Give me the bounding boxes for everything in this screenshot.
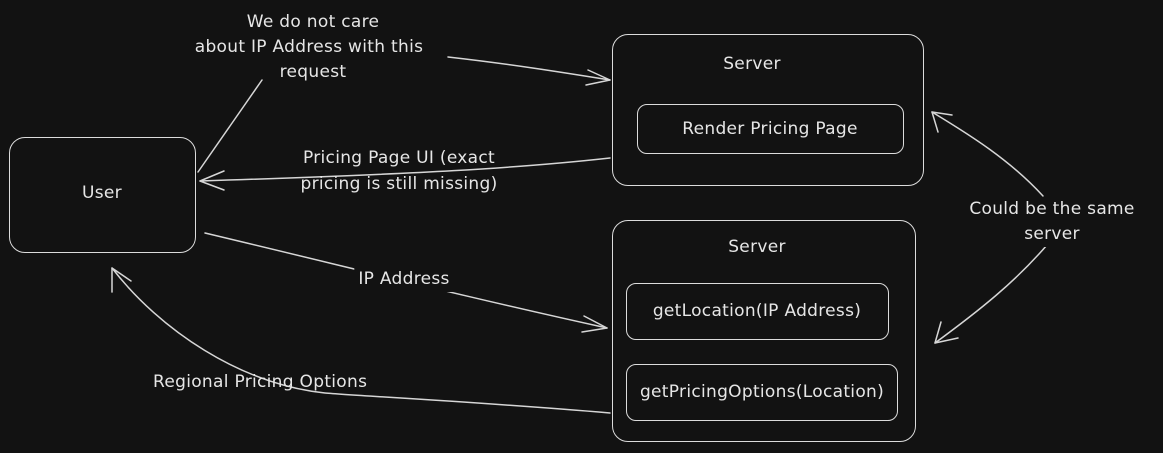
response-arrow	[199, 157, 611, 182]
regional-pricing-note: Regional Pricing Options	[153, 372, 368, 392]
response-arrowhead	[199, 170, 225, 191]
get-pricing-options-label: getPricingOptions(Location)	[639, 382, 885, 402]
same-server-arrowhead-top	[931, 111, 953, 133]
ip-address-arrowhead	[581, 315, 608, 333]
get-location-box	[626, 283, 889, 340]
render-pricing-label: Render Pricing Page	[682, 119, 858, 139]
user-label: User	[82, 183, 122, 203]
request-arrow	[447, 56, 611, 81]
render-pricing-box	[637, 104, 904, 154]
no-ip-note-line3: request	[279, 62, 347, 82]
same-server-arrow-bottom	[934, 244, 1048, 344]
request-arrowhead	[585, 69, 611, 86]
server-top-box	[612, 34, 924, 186]
pricing-ui-note-line1: Pricing Page UI (exact	[302, 148, 496, 168]
same-server-note-line1: Could be the same	[965, 197, 1139, 222]
no-ip-note-line2: about IP Address with this	[194, 37, 424, 57]
regional-pricing-arrow	[111, 267, 611, 414]
server-top-label: Server	[723, 54, 781, 74]
server-bottom-box	[612, 220, 916, 442]
regional-pricing-arrowhead	[111, 267, 132, 293]
same-server-arrow-top	[931, 111, 1044, 197]
same-server-note-line2: server	[1020, 222, 1084, 247]
same-server-arrowhead-bottom	[934, 321, 959, 344]
user-box	[9, 137, 196, 253]
ip-address-note: IP Address	[354, 267, 454, 292]
no-ip-note-line1: We do not care	[246, 12, 380, 32]
get-location-label: getLocation(IP Address)	[652, 301, 862, 321]
annotation-leader-line	[197, 79, 263, 173]
server-bottom-label: Server	[728, 237, 786, 257]
get-pricing-options-box	[626, 364, 898, 421]
pricing-ui-note-line2: pricing is still missing)	[300, 174, 498, 194]
